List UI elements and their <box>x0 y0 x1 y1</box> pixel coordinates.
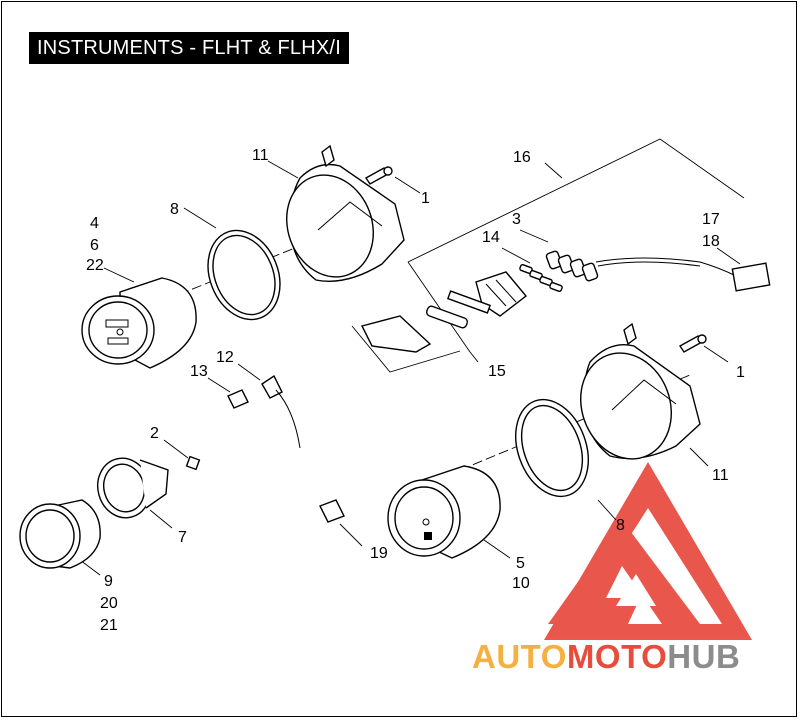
watermark-text: AUTOMOTOHUB <box>472 638 740 675</box>
wiring-harness <box>545 250 771 292</box>
watermark-part-moto: MOTO <box>567 638 667 675</box>
label-7: 7 <box>178 529 187 546</box>
label-15: 15 <box>488 363 506 380</box>
gauge-housing-lower <box>580 322 701 460</box>
terminals <box>519 263 563 293</box>
label-11-lower: 11 <box>712 467 729 484</box>
label-1-lower: 1 <box>736 364 745 381</box>
lamp-socket <box>319 499 345 523</box>
label-16: 16 <box>513 149 531 166</box>
label-21: 21 <box>100 617 118 634</box>
page-title: INSTRUMENTS - FLHT & FLHX/I <box>29 32 349 64</box>
label-9: 9 <box>104 573 113 590</box>
connector-housings <box>360 271 528 353</box>
speedometer-gauge-upper <box>81 277 197 369</box>
watermark-logo-icon <box>544 462 752 640</box>
label-3: 3 <box>512 211 521 228</box>
label-4: 4 <box>90 215 99 232</box>
label-8-upper: 8 <box>170 201 179 218</box>
gauge-housing-upper <box>286 144 405 282</box>
label-17: 17 <box>702 211 720 228</box>
gauge-bracket <box>97 455 201 519</box>
leader-lines <box>79 138 745 576</box>
trim-ring-lower <box>515 398 589 498</box>
callout-labels: 11 1 16 8 3 17 18 14 4 6 22 12 13 15 1 2… <box>86 147 745 634</box>
label-13: 13 <box>190 363 208 380</box>
label-20: 20 <box>100 595 118 612</box>
sensor-with-lead <box>227 374 301 449</box>
label-2: 2 <box>150 425 159 442</box>
label-8-lower: 8 <box>616 517 625 534</box>
screw-lower-icon <box>678 334 707 353</box>
label-22: 22 <box>86 257 104 274</box>
label-1-upper: 1 <box>421 190 430 207</box>
label-5: 5 <box>516 555 525 572</box>
trim-ring-upper <box>207 229 281 321</box>
small-gauge <box>19 499 101 569</box>
screw-upper-icon <box>364 166 393 185</box>
label-19: 19 <box>370 545 388 562</box>
label-14: 14 <box>482 229 500 246</box>
tachometer-gauge-lower <box>387 465 501 559</box>
label-6: 6 <box>90 237 99 254</box>
label-18: 18 <box>702 233 720 250</box>
label-11-upper: 11 <box>252 147 269 164</box>
watermark-part-hub: HUB <box>667 638 740 675</box>
label-12: 12 <box>216 349 234 366</box>
label-10: 10 <box>512 575 530 592</box>
watermark-part-auto: AUTO <box>472 638 567 675</box>
